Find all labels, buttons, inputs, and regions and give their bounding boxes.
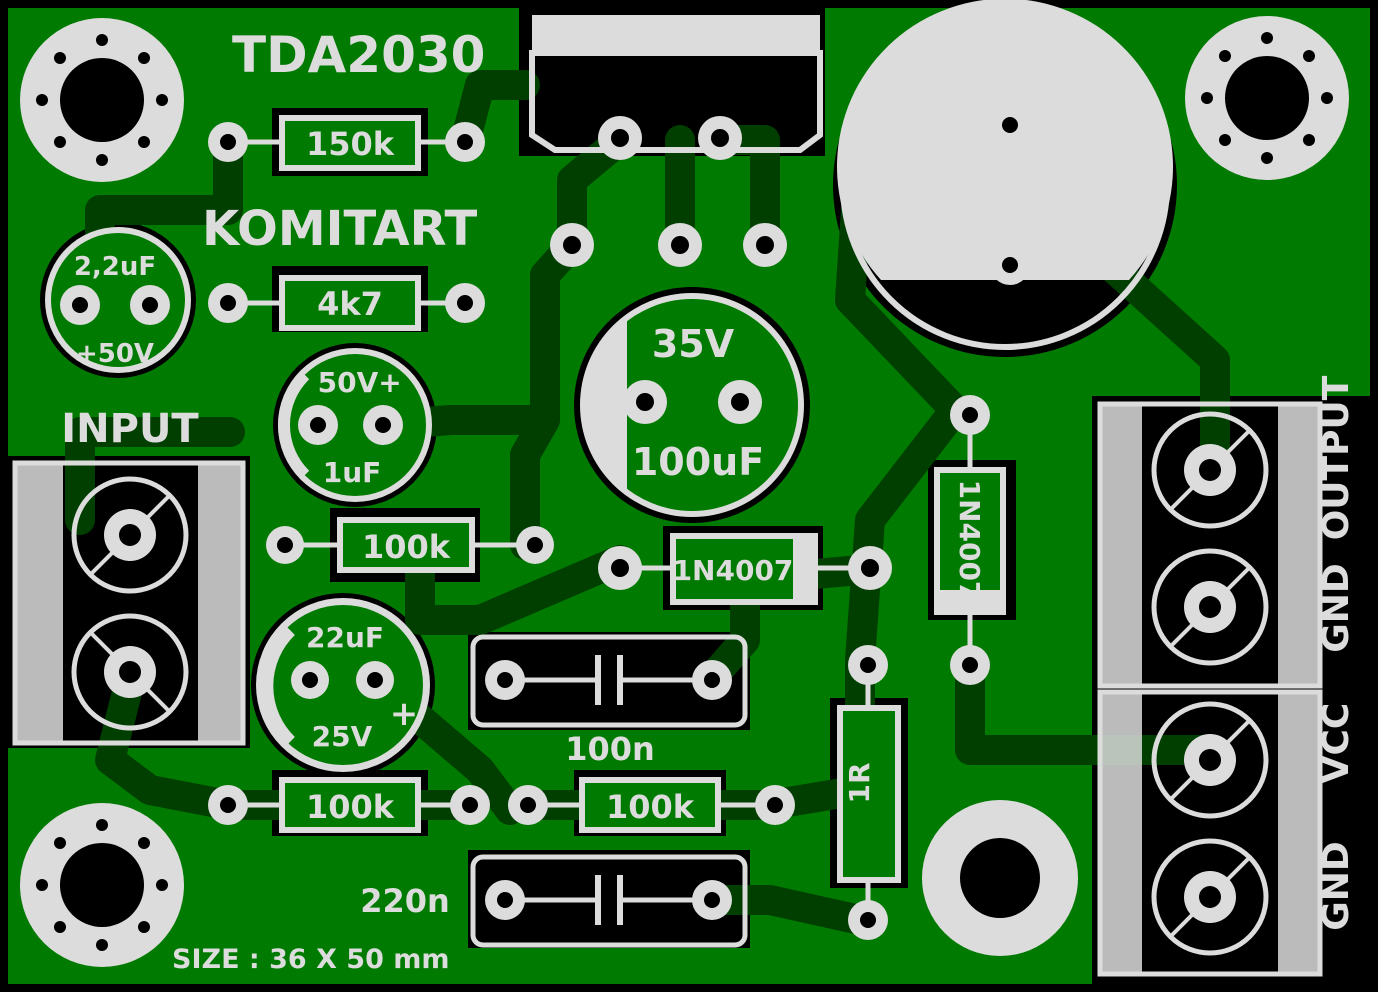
pad-drill-hole — [1199, 596, 1221, 618]
tda2030-ic — [529, 15, 823, 153]
pad-drill-hole — [962, 407, 978, 423]
pad-drill-hole — [671, 236, 689, 254]
diode-1n4007-vertical — [934, 415, 1006, 665]
label-c-22u-value: 22uF — [306, 621, 384, 654]
label-gnd-pwr: GND — [1316, 841, 1357, 931]
resistor-4k7 — [228, 275, 465, 331]
pad-drill-hole — [457, 295, 473, 311]
pad-drill-hole — [962, 657, 978, 673]
pads — [60, 105, 1236, 940]
label-r-100k-top: 100k — [362, 528, 451, 566]
label-c-2200u-plus: + — [1046, 103, 1078, 147]
terminal-block-power — [1097, 689, 1323, 977]
pad-drill-hole — [731, 393, 749, 411]
pad-drill-hole — [119, 661, 141, 683]
pad-drill-hole — [310, 417, 326, 433]
capacitor-2u2f — [45, 227, 191, 373]
label-c-220n: 220n — [360, 882, 450, 920]
capacitor-1uf — [277, 348, 432, 502]
resistor-100k-top — [285, 517, 535, 573]
resistor-1r — [837, 665, 901, 920]
pad-drill-hole — [1199, 459, 1221, 481]
label-c-2200u-value: 2200u — [913, 146, 953, 265]
board-title: TDA2030 — [232, 26, 485, 84]
capacitor-100uf — [580, 293, 804, 517]
board-brand: KOMITART — [202, 201, 477, 257]
pad-drill-hole — [375, 417, 391, 433]
mounting-hole-vias — [36, 32, 1333, 951]
pad-drill-hole — [520, 797, 536, 813]
pad-drill-hole — [861, 559, 879, 577]
pad-drill-hole — [119, 524, 141, 546]
label-d1: 1N4007 — [673, 554, 794, 587]
pad-drill-hole — [767, 797, 783, 813]
board-size-label: SIZE : 36 X 50 mm — [172, 944, 450, 975]
pad-drill-hole — [636, 393, 654, 411]
pad-drill-hole — [1199, 749, 1221, 771]
pad-drill-hole — [462, 797, 478, 813]
pad-drill-hole — [72, 297, 88, 313]
pad-drill-hole — [277, 537, 293, 553]
pad-drill-hole — [704, 672, 720, 688]
pad-drill-hole — [611, 129, 629, 147]
pad-drill-hole — [527, 537, 543, 553]
label-c-100n: 100n — [565, 730, 655, 768]
resistor-100k-right — [528, 777, 775, 833]
label-input: INPUT — [61, 406, 199, 452]
pad-drill-hole — [142, 297, 158, 313]
label-r-100k-left: 100k — [306, 788, 395, 826]
pad-drill-hole — [302, 672, 318, 688]
terminal-block-input — [12, 460, 246, 746]
pad-drill-hole — [711, 129, 729, 147]
label-c-1u-plus: + — [378, 366, 401, 399]
pad-drill-hole — [704, 892, 720, 908]
pad-drill-hole — [1199, 886, 1221, 908]
resistor-100k-left — [228, 777, 470, 833]
diode-1n4007-horizontal — [620, 533, 870, 605]
pad-drill-hole — [860, 912, 876, 928]
label-c-2u2-value: 2,2uF — [74, 252, 156, 282]
pad-drill-hole — [860, 657, 876, 673]
pad-drill-hole — [1002, 257, 1018, 273]
pad-drill-hole — [220, 134, 236, 150]
label-c-2u2-voltage: +50V — [76, 339, 154, 369]
label-c-100u-voltage: 35V — [652, 322, 735, 366]
pad-drill-hole — [367, 672, 383, 688]
mounting-hole-bottom-right — [922, 800, 1078, 956]
label-r-1r: 1R — [843, 762, 876, 803]
label-output: OUTPUT — [1316, 375, 1357, 540]
label-gnd-out: GND — [1316, 563, 1357, 653]
pad-drill-hole — [1002, 117, 1018, 133]
label-c-1u-value: 1uF — [323, 456, 382, 489]
pad-drill-hole — [220, 295, 236, 311]
resistor-150k — [228, 115, 465, 171]
pad-drill-hole — [611, 559, 629, 577]
pad-drill-hole — [457, 134, 473, 150]
label-r-4k7: 4k7 — [317, 285, 383, 323]
label-c-1u-voltage: 50V — [318, 366, 379, 399]
terminal-block-output — [1097, 401, 1323, 689]
pad-drill-hole — [497, 892, 513, 908]
label-r-150k: 150k — [306, 125, 395, 163]
pad-drill-hole — [497, 672, 513, 688]
label-c-100u-value: 100uF — [632, 440, 764, 484]
pad-drill-hole — [563, 236, 581, 254]
label-c-22u-voltage: 25V — [312, 720, 373, 753]
label-d2: 1N4007 — [953, 480, 986, 601]
label-c-2200u-voltage: 35v — [873, 170, 913, 239]
capacitor-22uf — [256, 598, 430, 772]
label-r-100k-right: 100k — [606, 788, 695, 826]
pad-drill-hole — [220, 797, 236, 813]
pad-drill-hole — [756, 236, 774, 254]
label-vcc: VCC — [1316, 703, 1357, 784]
label-c-22u-plus: + — [390, 694, 419, 734]
